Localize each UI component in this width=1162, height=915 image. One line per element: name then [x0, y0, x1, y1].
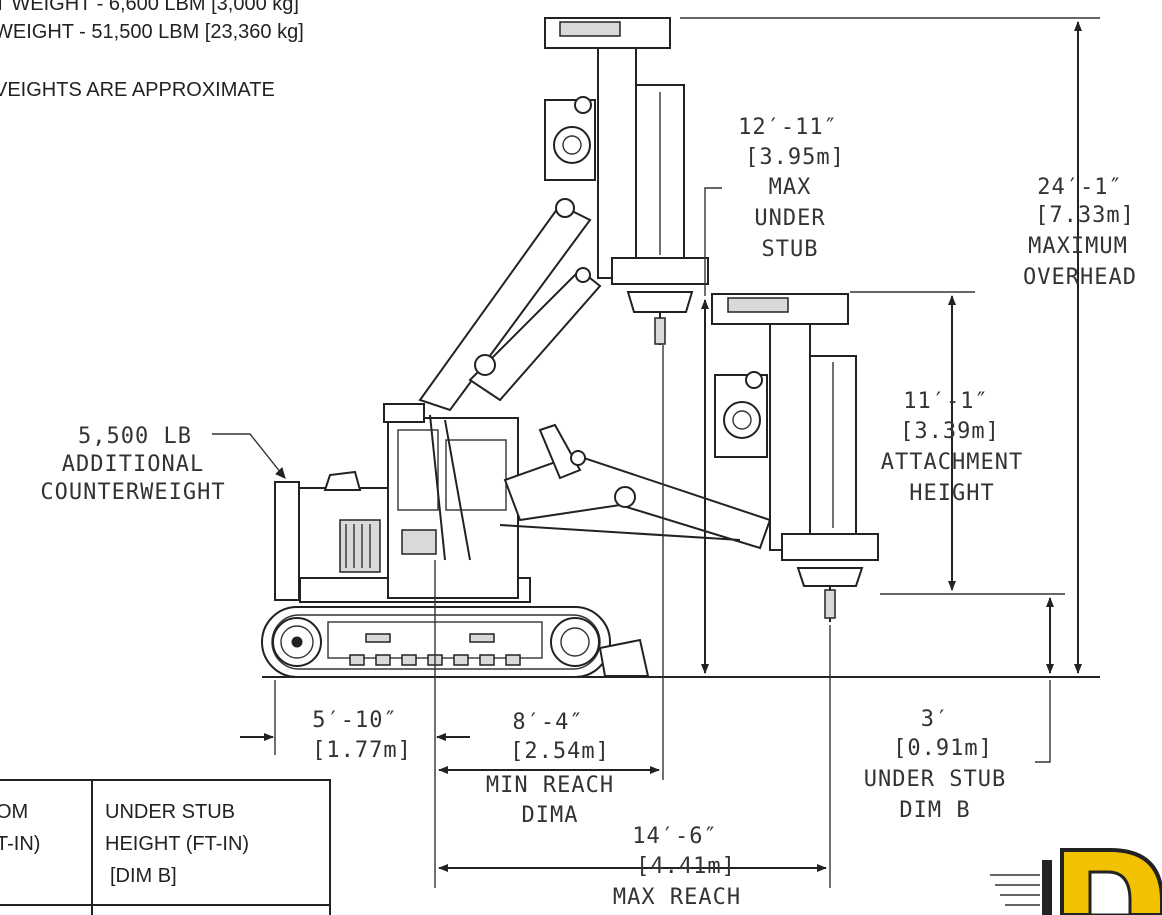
table-col2-line2: HEIGHT (FT-IN) — [105, 833, 249, 855]
upper-structure — [274, 403, 531, 603]
note-attachment-weight: T WEIGHT - 6,600 LBM [3,000 kg] — [0, 0, 299, 15]
max-reach-label: MAX REACH — [613, 885, 741, 910]
table-col2-line3: [DIM B] — [110, 865, 177, 887]
dimension-max-overhead: 24′-1″ [7.33m] MAXIMUM OVERHEAD — [680, 17, 1137, 674]
under-stub-b-label-1: UNDER STUB — [864, 767, 1006, 792]
track-assembly — [261, 606, 650, 678]
dimension-track-offset: 5′-10″ [1.77m] — [240, 708, 470, 763]
dimension-max-reach: 14′-6″ [4.41m] MAX REACH — [438, 824, 827, 910]
max-overhead-label-2: OVERHEAD — [1023, 265, 1137, 290]
counterweight-callout: 5,500 LB ADDITIONAL COUNTERWEIGHT — [40, 424, 286, 505]
table-col1-line1: OM — [0, 801, 28, 823]
boom-raised — [418, 198, 602, 561]
drill-attachment-upper — [544, 17, 709, 345]
dimension-under-stub-b: 3′ [0.91m] UNDER STUB DIM B — [864, 597, 1054, 823]
counterweight-label-1: ADDITIONAL — [62, 452, 204, 477]
dimension-attachment-height: 11′-1″ [3.39m] ATTACHMENT HEIGHT — [850, 291, 1065, 595]
attachment-height-ft: 11′-1″ — [903, 389, 988, 414]
max-under-stub-label-2: UNDER — [754, 206, 825, 231]
min-reach-label-2: DIMA — [522, 803, 579, 828]
brand-logo — [990, 848, 1162, 915]
attachment-height-m: [3.39m] — [900, 419, 1000, 444]
note-weights-approximate: VEIGHTS ARE APPROXIMATE — [0, 79, 275, 101]
dimension-max-under-stub: 12′-11″ [3.95m] MAX UNDER STUB — [701, 115, 845, 674]
spec-table: OM T-IN) UNDER STUB HEIGHT (FT-IN) [DIM … — [0, 779, 331, 915]
note-machine-weight: WEIGHT - 51,500 LBM [23,360 kg] — [0, 21, 304, 43]
under-stub-b-label-2: DIM B — [899, 798, 970, 823]
min-reach-ft: 8′-4″ — [512, 710, 583, 735]
table-col1-line2: T-IN) — [0, 833, 40, 855]
dimension-min-reach: 8′-4″ [2.54m] MIN REACH DIMA — [438, 710, 660, 828]
max-overhead-m: [7.33m] — [1035, 203, 1135, 228]
attachment-height-label-1: ATTACHMENT — [881, 450, 1023, 475]
max-overhead-label-1: MAXIMUM — [1028, 234, 1128, 259]
track-offset-ft: 5′-10″ — [312, 708, 397, 733]
min-reach-label-1: MIN REACH — [486, 773, 614, 798]
min-reach-m: [2.54m] — [510, 739, 610, 764]
max-reach-ft: 14′-6″ — [632, 824, 717, 849]
track-offset-m: [1.77m] — [312, 738, 412, 763]
counterweight-label-2: COUNTERWEIGHT — [40, 480, 225, 505]
under-stub-b-ft: 3′ — [921, 707, 950, 732]
table-col2-line1: UNDER STUB — [105, 801, 235, 823]
attachment-height-label-2: HEIGHT — [909, 481, 994, 506]
max-under-stub-label-3: STUB — [762, 237, 819, 262]
max-overhead-ft: 24′-1″ — [1037, 175, 1122, 200]
drill-attachment-lower — [711, 293, 879, 622]
max-under-stub-label-1: MAX — [769, 175, 812, 200]
max-under-stub-m: [3.95m] — [745, 145, 845, 170]
max-under-stub-ft: 12′-11″ — [738, 115, 838, 140]
under-stub-b-m: [0.91m] — [893, 736, 993, 761]
counterweight-weight: 5,500 LB — [78, 424, 192, 449]
max-reach-m: [4.41m] — [636, 854, 736, 879]
